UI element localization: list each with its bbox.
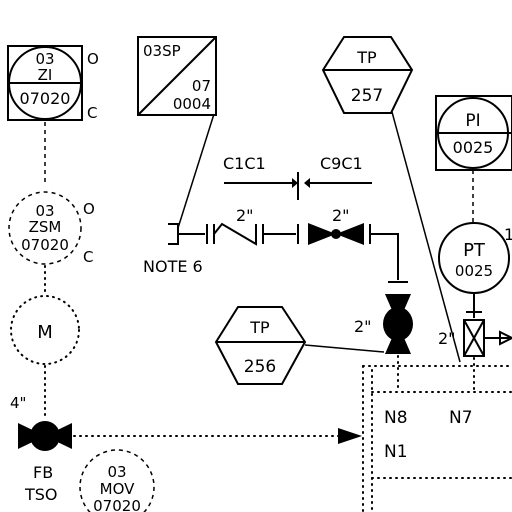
n1-arrow [338,428,362,444]
zsm-circle [8,191,82,265]
pt-function: PT [463,240,486,261]
check-valve-body [213,222,257,246]
tp257-tag[interactable]: TP 257 [321,36,414,114]
spec-break-frame [137,36,217,116]
pi-number: 0025 [453,138,494,157]
zsm-closed-label: C [83,248,93,266]
zi-closed-label: C [87,104,97,122]
zi-indicator[interactable]: 03 ZI 07020 [7,45,83,121]
ball-valve-ball [383,307,413,341]
instrument-valve-branch-valve [499,330,512,346]
zsm-switch[interactable]: 03 ZSM 07020 [8,191,82,265]
tp257-number: 257 [351,86,383,106]
spec-break-box[interactable]: 03SP 07 0004 [137,36,217,116]
motor-label: M [37,322,53,343]
mov-tag-function: MOV [100,480,135,498]
spec-break-code: 03SP [143,42,181,60]
spec-break-diagonal [137,36,217,116]
gate-valve-hub [331,229,341,239]
pi-indicator[interactable]: PI 0025 [435,95,512,171]
fb-valve[interactable] [18,421,72,451]
pt-number: 0025 [455,262,493,280]
ball-valve-size: 2" [354,317,372,336]
nozzle-n7: N7 [449,408,473,428]
pt-circle [438,222,510,294]
nozzle-n1: N1 [384,442,408,462]
zi-tag-function: ZI [38,66,53,84]
zi-tag-prefix: 03 [35,50,54,68]
small-valve-size: 2" [438,329,456,348]
tp257-leader [391,111,461,363]
mov-tag-prefix: 03 [107,463,126,481]
fb-label-2: TSO [24,485,58,504]
note6-cap [168,223,179,245]
mov-valve-tag[interactable]: 03 MOV 07020 [79,449,155,512]
gate-valve-size: 2" [332,206,350,225]
note6-label: NOTE 6 [143,257,203,276]
check-valve-size: 2" [236,206,254,225]
pipe-segment-3 [370,233,399,280]
gate-valve-right [336,223,364,245]
tp256-leader [304,344,385,353]
zsm-tag-prefix: 03 [35,202,54,220]
spec-break-line2: 0004 [173,95,211,113]
tp256-tag[interactable]: TP 256 [214,306,307,385]
ball-valve[interactable] [383,294,413,354]
pi-function: PI [465,111,480,131]
fb-label-1: FB [33,463,53,482]
nozzle-n8: N8 [384,408,408,428]
fb-valve-size: 4" [10,394,26,412]
check-valve[interactable] [206,222,264,246]
instrument-valve-x2 [463,319,485,357]
line-c9c1: C9C1 [320,154,363,173]
c1c1-arrowhead [292,178,298,188]
spec-break-line1: 07 [192,77,211,95]
motor-actuator[interactable]: M [10,295,80,365]
tp257-function: TP [356,48,377,67]
instrument-valve[interactable] [463,319,485,357]
gate-valve[interactable] [308,223,364,245]
zi-open-label: O [87,50,99,68]
fb-valve-ball [30,421,60,451]
pt-transmitter[interactable]: PT 0025 [438,222,510,294]
zsm-open-label: O [83,200,95,218]
pi-frame [435,95,512,171]
spec-break-leader [177,113,215,229]
c9c1-arrowhead [304,178,310,188]
mov-circle [79,449,155,512]
line-c1c1: C1C1 [223,154,266,173]
motor-circle [10,295,80,365]
zsm-tag-number: 07020 [21,236,69,254]
tp256-function: TP [249,318,270,337]
vessel-outline [362,365,512,512]
zi-tag-number: 07020 [20,89,71,108]
gate-valve-left [308,223,336,245]
tp256-number: 256 [244,357,276,377]
pt-side-label: 1 [504,225,512,244]
zsm-tag-function: ZSM [29,218,62,236]
mov-tag-number: 07020 [93,497,141,512]
